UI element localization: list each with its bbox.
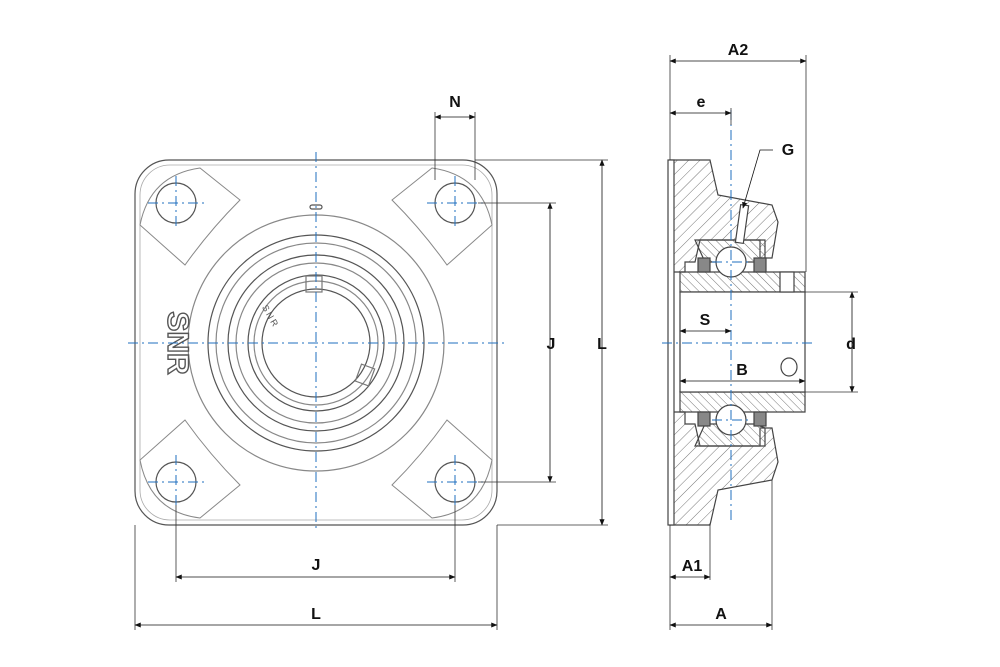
set-screw-hole: [780, 357, 798, 377]
seal-top-left: [697, 257, 711, 273]
dim-label-A2: A2: [728, 42, 749, 59]
brand-inner-text: SNR: [260, 303, 281, 330]
inner-ring-bottom: [679, 391, 806, 413]
dim-label-L-horizontal: L: [311, 606, 321, 623]
dim-label-A: A: [715, 606, 727, 623]
side-center-lines: [662, 110, 815, 520]
dim-label-J-horizontal: J: [312, 557, 321, 574]
grease-nipple-mark: [309, 204, 323, 210]
side-view: [667, 159, 806, 526]
set-screw: [779, 271, 795, 293]
dim-label-S: S: [700, 312, 711, 329]
dim-label-L-vertical: L: [597, 336, 607, 353]
dim-label-A1: A1: [682, 558, 703, 575]
dim-label-e: e: [697, 94, 706, 111]
set-screw-side: [354, 363, 376, 387]
seal-top-right: [753, 257, 767, 273]
front-dimension-lines: [134, 112, 608, 630]
seal-bottom-right: [753, 411, 767, 427]
set-screw-top: [305, 275, 323, 293]
front-center-lines: [128, 152, 505, 532]
dim-label-G: G: [782, 142, 794, 159]
dim-label-N: N: [449, 94, 461, 111]
side-dimension-lines: [669, 55, 858, 630]
dim-label-J-vertical: J: [547, 336, 556, 353]
seal-bottom-left: [697, 411, 711, 427]
corner-bosses: [139, 167, 493, 519]
dim-label-d: d: [846, 336, 856, 353]
dim-label-B: B: [736, 362, 748, 379]
